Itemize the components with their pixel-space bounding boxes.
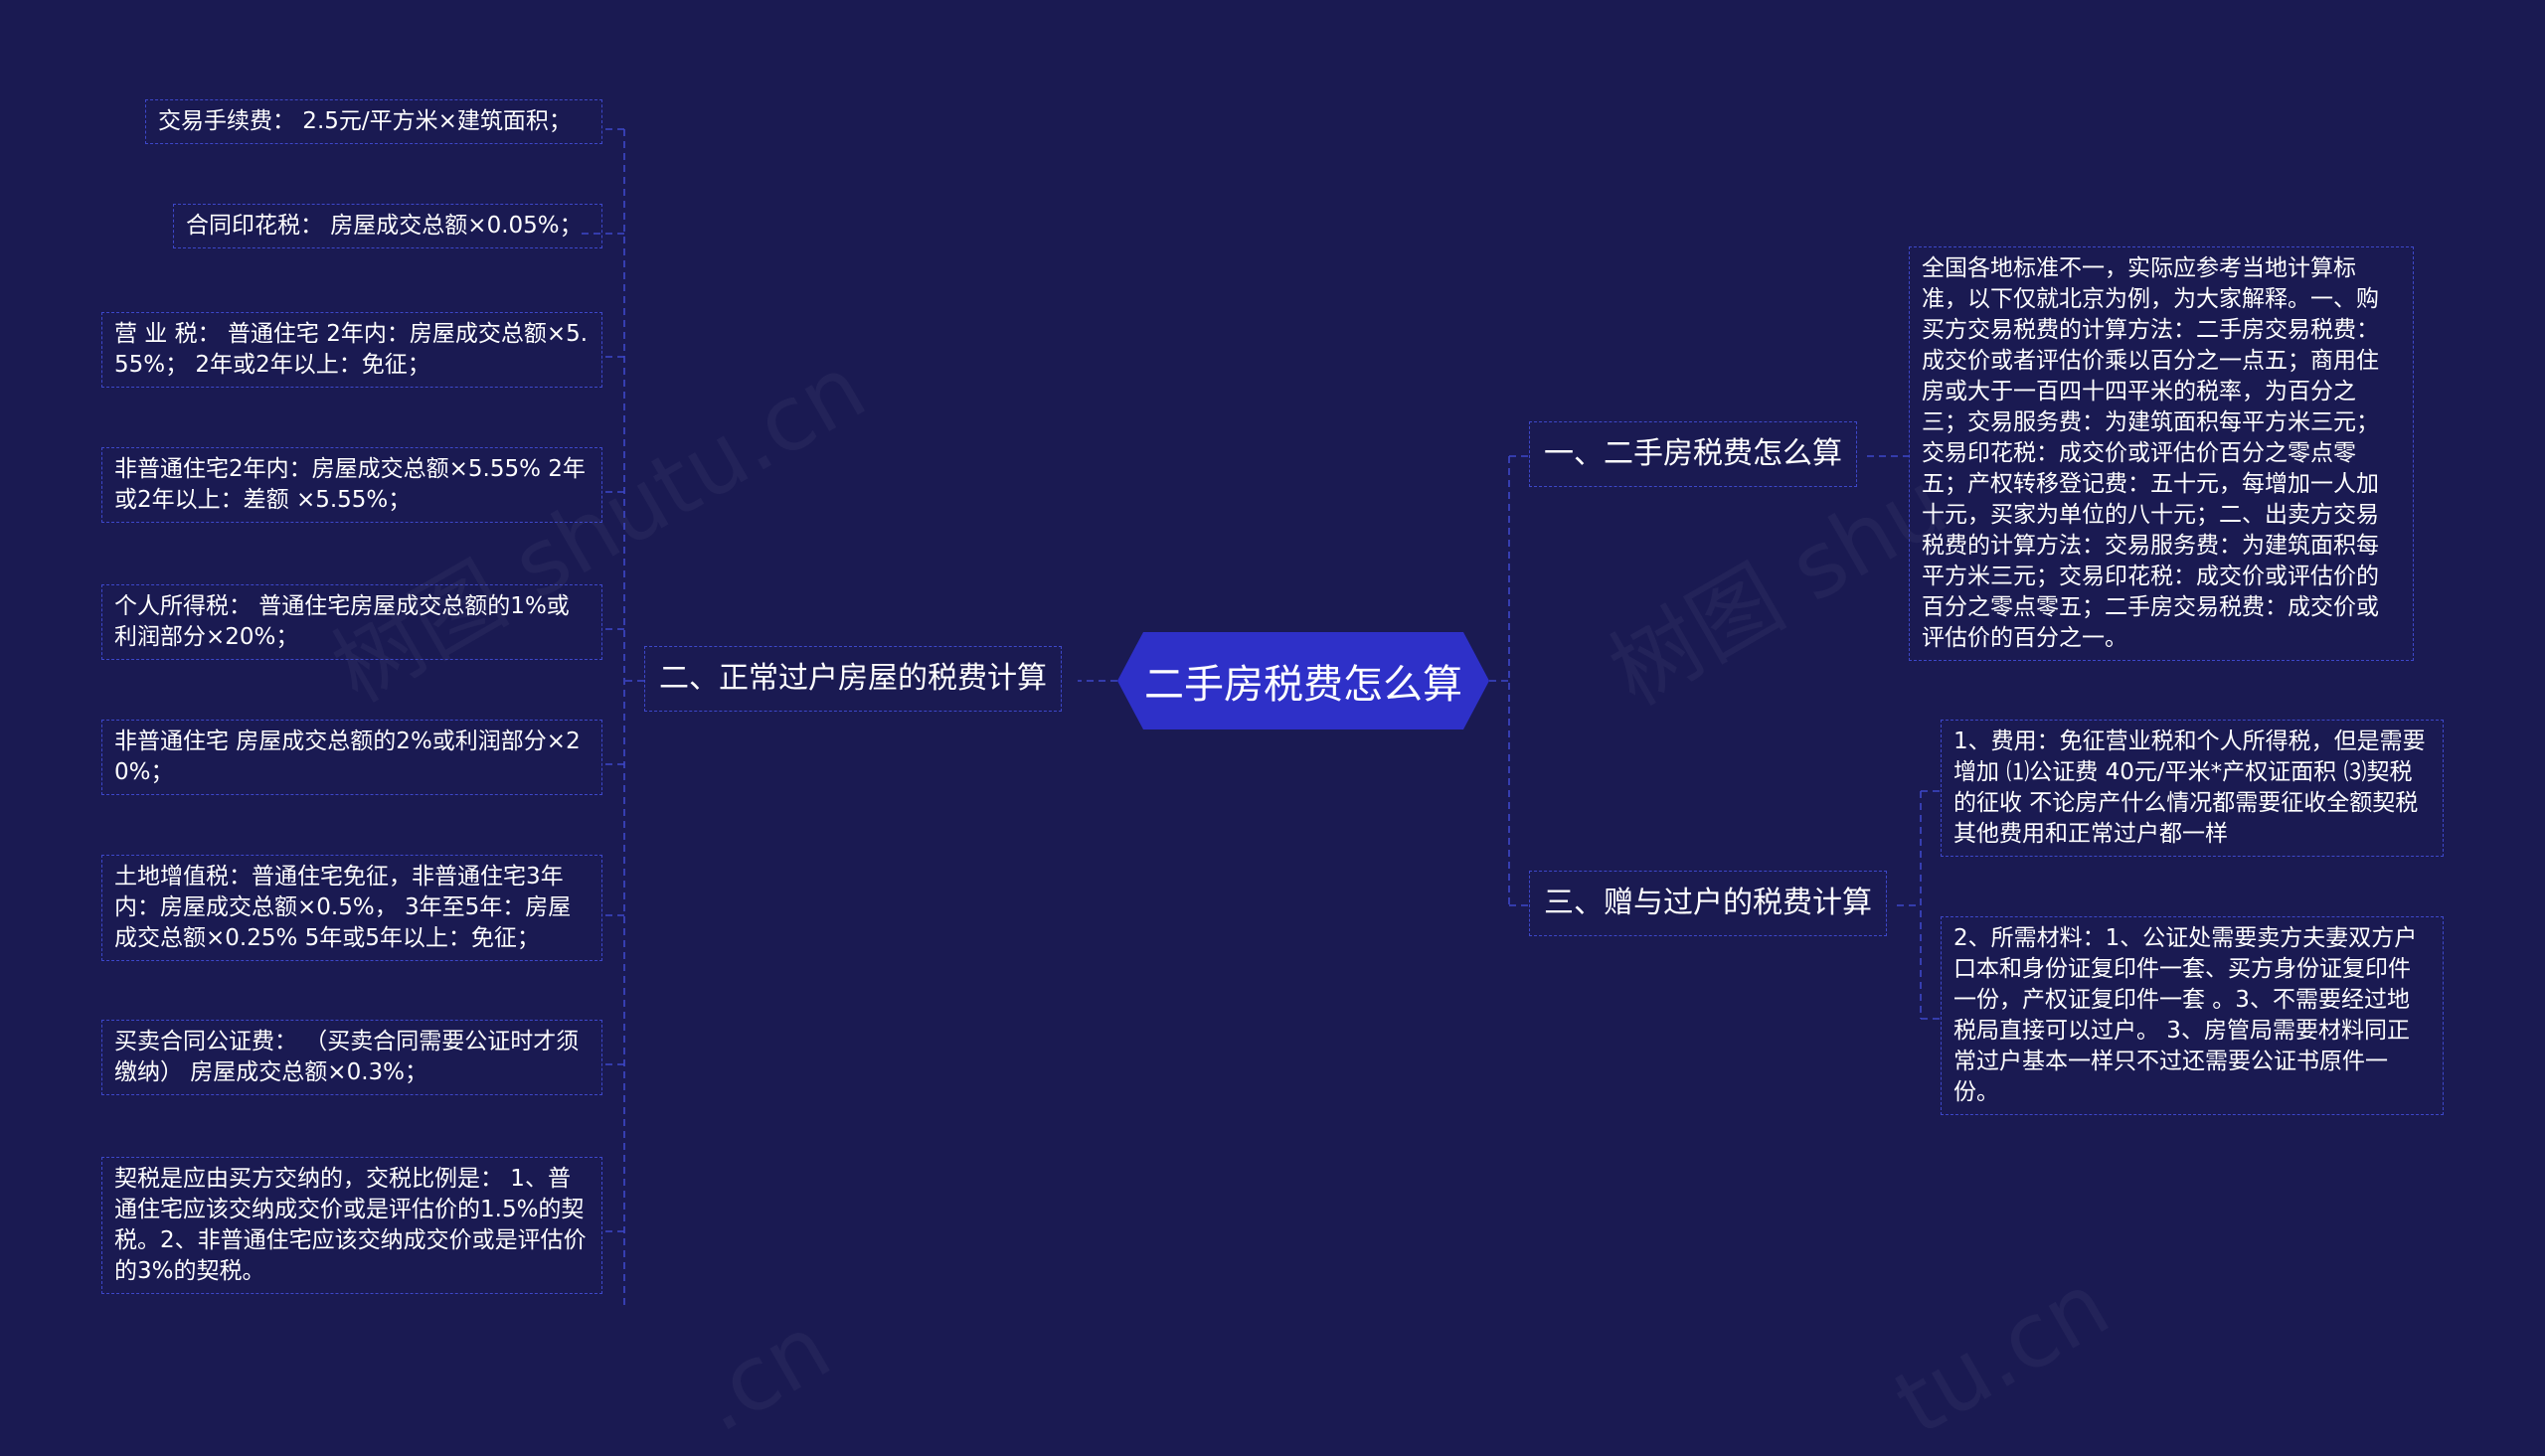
leaf-topic[interactable]: 土地增值税：普通住宅免征，非普通住宅3年内：房屋成交总额×0.5%， 3年至5年… <box>101 855 602 961</box>
leaf-topic[interactable]: 1、费用：免征营业税和个人所得税，但是需要增加 ⑴公证费 40元/平米*产权证面… <box>1941 720 2444 857</box>
leaf-topic[interactable]: 合同印花税： 房屋成交总额×0.05%； <box>173 204 602 248</box>
leaf-topic[interactable]: 非普通住宅2年内：房屋成交总额×5.55% 2年或2年以上：差额 ×5.55%； <box>101 447 602 523</box>
leaf-topic[interactable]: 个人所得税： 普通住宅房屋成交总额的1%或利润部分×20%； <box>101 584 602 660</box>
root-topic[interactable]: 二手房税费怎么算 <box>1117 632 1489 729</box>
connector-lines <box>581 128 1941 1305</box>
leaf-topic[interactable]: 营 业 税： 普通住宅 2年内：房屋成交总额×5.55%； 2年或2年以上：免征… <box>101 312 602 388</box>
branch-topic-1[interactable]: 一、二手房税费怎么算 <box>1529 421 1857 487</box>
leaf-topic[interactable]: 交易手续费： 2.5元/平方米×建筑面积； <box>145 99 602 144</box>
branch-topic-3[interactable]: 三、赠与过户的税费计算 <box>1529 871 1887 936</box>
leaf-topic[interactable]: 全国各地标准不一，实际应参考当地计算标准，以下仅就北京为例，为大家解释。一、购买… <box>1909 246 2414 661</box>
leaf-topic[interactable]: 契税是应由买方交纳的，交税比例是： 1、普通住宅应该交纳成交价或是评估价的1.5… <box>101 1157 602 1294</box>
leaf-topic[interactable]: 买卖合同公证费： （买卖合同需要公证时才须缴纳） 房屋成交总额×0.3%； <box>101 1020 602 1095</box>
leaf-topic[interactable]: 2、所需材料：1、公证处需要卖方夫妻双方户口本和身份证复印件一套、买方身份证复印… <box>1941 916 2444 1115</box>
leaf-topic[interactable]: 非普通住宅 房屋成交总额的2%或利润部分×20%； <box>101 720 602 795</box>
mind-map: 二手房税费怎么算 一、二手房税费怎么算 全国各地标准不一，实际应参考当地计算标准… <box>101 99 2444 1305</box>
branch-topic-2[interactable]: 二、正常过户房屋的税费计算 <box>644 646 1062 712</box>
